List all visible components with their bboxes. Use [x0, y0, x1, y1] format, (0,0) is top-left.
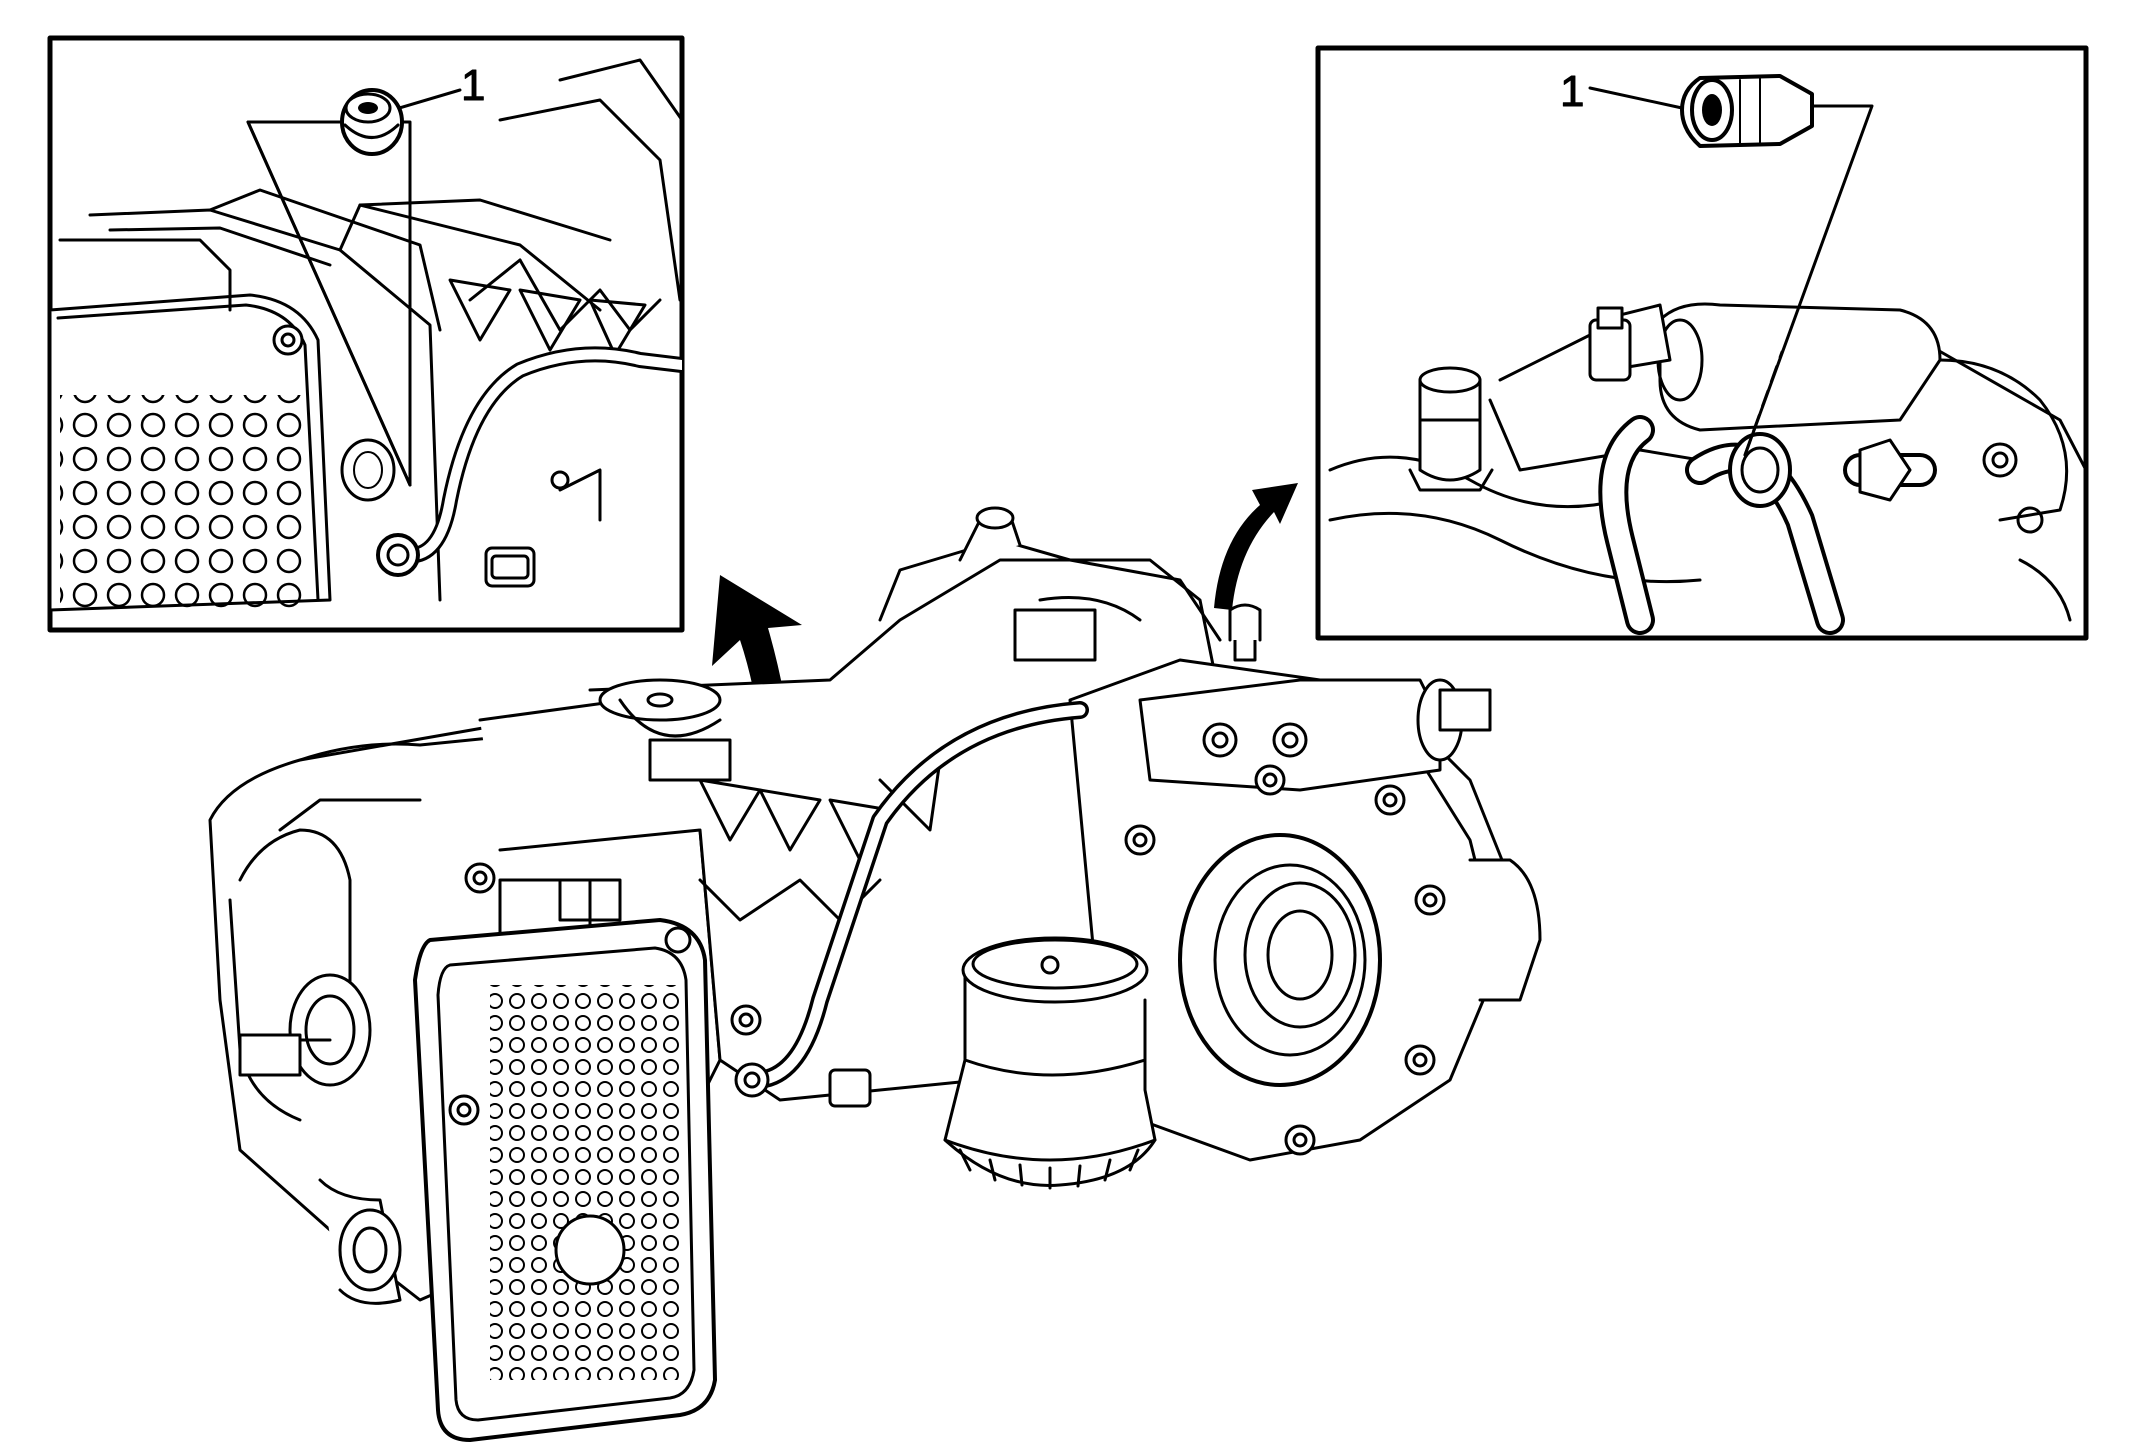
- control-module-dot-grid: [490, 985, 680, 1380]
- right-port: [1728, 432, 1792, 508]
- right-curved-arrow: [1214, 483, 1298, 610]
- right-callout-fitting: [1680, 74, 1814, 148]
- right-inset: 1: [1315, 45, 2089, 641]
- left-inset: 1: [47, 35, 685, 633]
- main-assembly: [208, 506, 1542, 1442]
- left-callout-nut: [340, 88, 404, 156]
- left-callout-number: 1: [461, 61, 485, 110]
- left-cover-dot-grid: [60, 395, 310, 610]
- isolator-mount: [943, 936, 1157, 1190]
- right-callout-number: 1: [1560, 67, 1584, 116]
